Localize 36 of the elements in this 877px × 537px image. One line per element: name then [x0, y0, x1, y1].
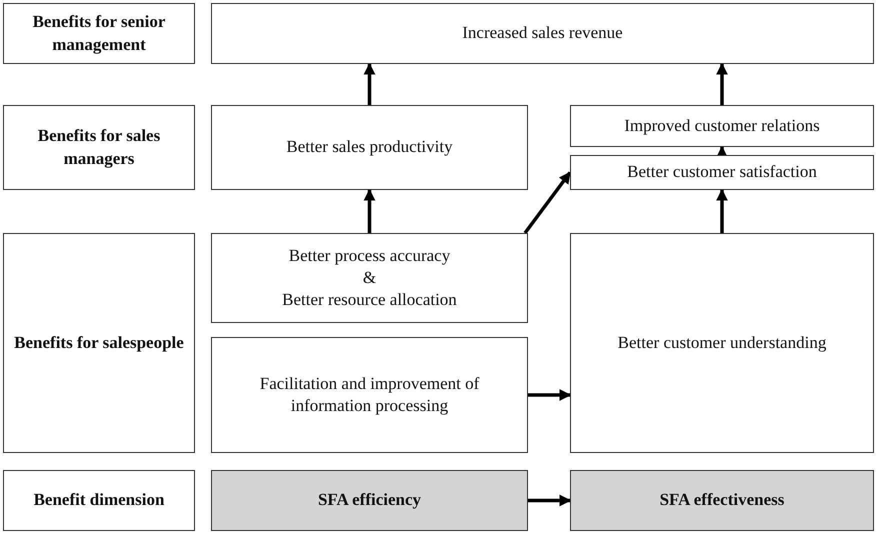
arrow — [528, 389, 572, 401]
box-text: Improved customer relations — [624, 114, 820, 137]
box-text: SFA effectiveness — [660, 489, 784, 512]
box-text: Benefit dimension — [34, 489, 164, 512]
box-text: Benefits for salespeople — [14, 332, 184, 354]
benefit-box — [570, 233, 874, 453]
benefit-box — [211, 233, 528, 323]
dimension-box — [211, 470, 528, 531]
box-text: Better customer satisfaction — [627, 161, 817, 184]
box-text: Facilitation and improvement of information processing — [258, 372, 480, 417]
benefit-box — [211, 105, 528, 190]
box-text: Benefits for senior management — [32, 11, 166, 56]
benefit-box — [211, 3, 874, 64]
arrow — [524, 171, 572, 234]
row-header — [3, 3, 195, 64]
arrow — [364, 188, 376, 233]
box-text: Increased sales revenue — [462, 22, 623, 44]
row-header — [3, 105, 195, 190]
arrow — [716, 188, 728, 233]
arrow — [364, 62, 376, 105]
box-text: Better customer understanding — [618, 332, 826, 354]
benefit-box — [570, 155, 874, 190]
benefit-box — [211, 337, 528, 453]
row-header — [3, 470, 195, 531]
box-text: Better sales productivity — [286, 136, 453, 158]
box-text: Better resource allocation — [282, 289, 457, 312]
box-text: SFA efficiency — [318, 489, 422, 512]
dimension-box — [570, 470, 874, 531]
benefit-box — [570, 105, 874, 147]
arrow — [528, 494, 572, 506]
arrow — [716, 146, 728, 158]
box-text: Better process accuracy — [288, 244, 450, 267]
box-text: Benefits for sales managers — [36, 125, 162, 170]
arrow — [716, 62, 728, 105]
box-text: & — [362, 266, 376, 289]
row-header — [3, 233, 195, 453]
